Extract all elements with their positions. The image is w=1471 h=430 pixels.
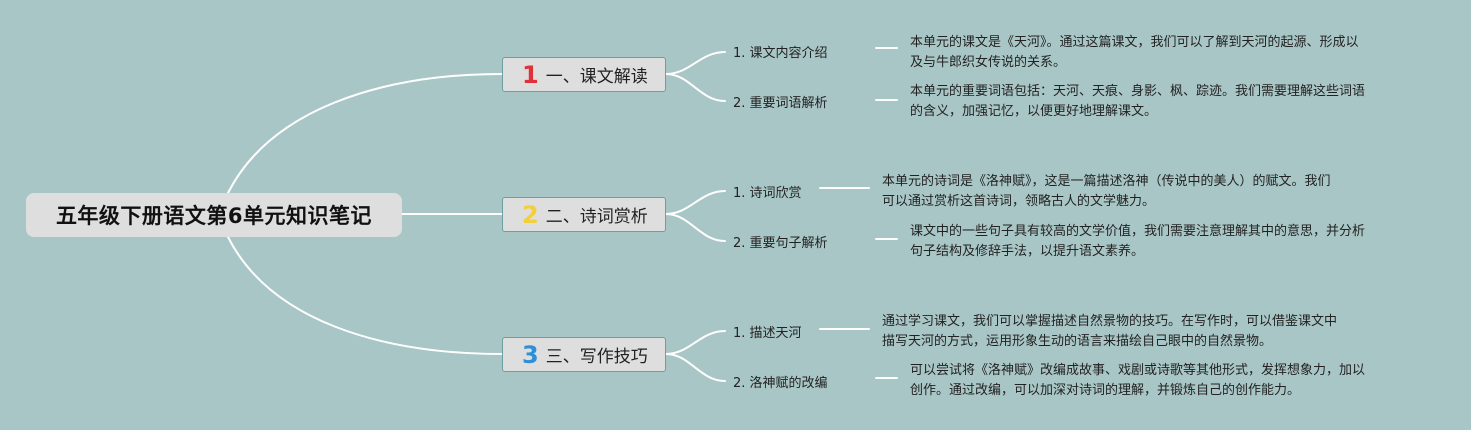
desc-line: 本单元的课文是《天河》。通过这篇课文，我们可以了解到天河的起源、形成以: [910, 35, 1359, 50]
desc-key-sentences: 课文中的一些句子具有较高的文学价值，我们需要注意理解其中的意思，并分析 句子结构…: [910, 222, 1365, 262]
number-2-badge: 2: [522, 200, 539, 229]
desc-line: 的含义，加强记忆，以便更好地理解课文。: [910, 104, 1158, 119]
branch-writing-skills[interactable]: 3 三、写作技巧: [502, 337, 666, 372]
desc-poetry-appreciation: 本单元的诗词是《洛神赋》，这是一篇描述洛神（传说中的美人）的赋文。我们 可以通过…: [882, 172, 1331, 212]
branch-label: 二、诗词赏析: [545, 207, 648, 227]
desc-line: 及与牛郎织女传说的关系。: [910, 55, 1067, 70]
leaf-describe-milky-way[interactable]: 1. 描述天河: [733, 326, 802, 341]
desc-line: 描写天河的方式，运用形象生动的语言来描绘自己眼中的自然景物。: [882, 334, 1273, 349]
connector-b3-leaf1: [665, 330, 726, 355]
branch-label: 三、写作技巧: [545, 347, 648, 367]
number-3-badge: 3: [522, 340, 539, 369]
desc-line: 本单元的诗词是《洛神赋》，这是一篇描述洛神（传说中的美人）的赋文。我们: [882, 174, 1331, 189]
leaf-content-intro[interactable]: 1. 课文内容介绍: [733, 46, 828, 61]
connector-root-branch-3: [227, 236, 503, 355]
desc-line: 本单元的重要词语包括：天河、天痕、身影、枫、踪迹。我们需要理解这些词语: [910, 84, 1366, 99]
desc-line: 可以尝试将《洛神赋》改编成故事、戏剧或诗歌等其他形式，发挥想象力，加以: [910, 363, 1366, 378]
branch-poetry-appreciation[interactable]: 2 二、诗词赏析: [502, 197, 666, 232]
desc-line: 可以通过赏析这首诗词，领略古人的文学魅力。: [882, 194, 1156, 209]
root-title: 五年级下册语文第6单元知识笔记: [55, 204, 373, 228]
connector-root-branch-1: [227, 73, 503, 194]
desc-line: 创作。通过改编，可以加深对诗词的理解，并锻炼自己的创作能力。: [910, 383, 1301, 398]
connector-b1-leaf2: [665, 73, 726, 102]
desc-line: 通过学习课文，我们可以掌握描述自然景物的技巧。在写作时，可以借鉴课文中: [882, 314, 1338, 329]
desc-line: 句子结构及修辞手法，以提升语文素养。: [910, 244, 1145, 259]
connector-b2-leaf1: [665, 190, 726, 215]
leaf-poetry-appreciation[interactable]: 1. 诗词欣赏: [733, 186, 802, 201]
desc-describe-milky-way: 通过学习课文，我们可以掌握描述自然景物的技巧。在写作时，可以借鉴课文中 描写天河…: [882, 312, 1337, 352]
leaf-luoshen-adaptation[interactable]: 2. 洛神赋的改编: [733, 376, 828, 391]
desc-key-words: 本单元的重要词语包括：天河、天痕、身影、枫、踪迹。我们需要理解这些词语 的含义，…: [910, 82, 1365, 122]
leaf-key-words[interactable]: 2. 重要词语解析: [733, 96, 828, 111]
desc-content-intro: 本单元的课文是《天河》。通过这篇课文，我们可以了解到天河的起源、形成以 及与牛郎…: [910, 33, 1359, 73]
leaf-key-sentences[interactable]: 2. 重要句子解析: [733, 236, 828, 251]
root-topic[interactable]: 五年级下册语文第6单元知识笔记: [26, 193, 402, 237]
branch-text-interpretation[interactable]: 1 一、课文解读: [502, 57, 666, 92]
connector-b1-leaf1: [665, 51, 726, 75]
connector-b2-leaf2: [665, 213, 726, 242]
connector-b3-leaf2: [665, 353, 726, 382]
number-1-badge: 1: [522, 60, 539, 89]
desc-line: 课文中的一些句子具有较高的文学价值，我们需要注意理解其中的意思，并分析: [910, 224, 1366, 239]
branch-label: 一、课文解读: [545, 67, 648, 87]
desc-luoshen-adaptation: 可以尝试将《洛神赋》改编成故事、戏剧或诗歌等其他形式，发挥想象力，加以 创作。通…: [910, 361, 1365, 401]
